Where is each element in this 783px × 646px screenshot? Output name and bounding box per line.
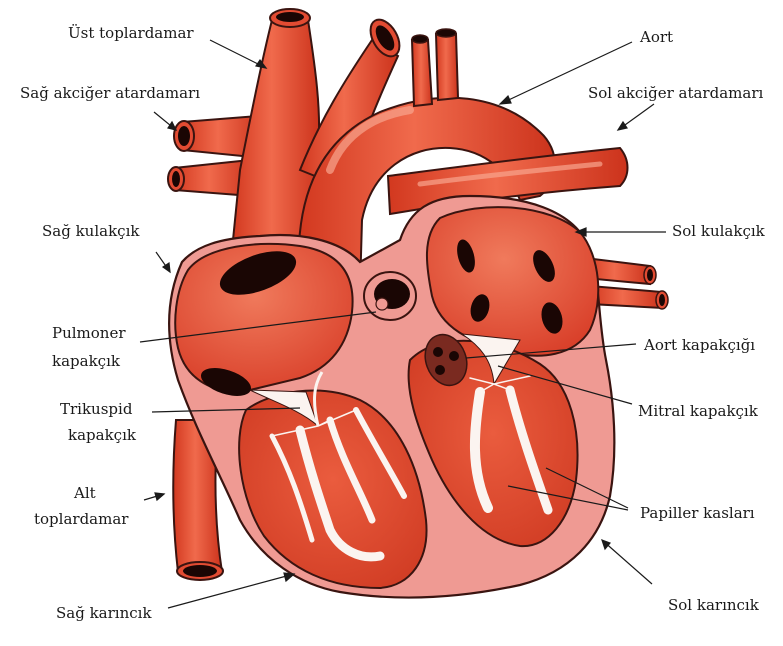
label-sag-akciger-atardamari: Sağ akciğer atardamarı xyxy=(20,84,200,102)
label-trikuspid-kapakcik-line2: kapakçık xyxy=(68,426,137,444)
label-sol-akciger-atardamari: Sol akciğer atardamarı xyxy=(588,84,763,102)
label-ust-toplardamar: Üst toplardamar xyxy=(68,24,194,42)
label-mitral-kapakcik: Mitral kapakçık xyxy=(638,402,759,420)
label-alt-toplardamar-line1: Alt xyxy=(73,484,96,502)
label-pulmoner-kapakcik-line2: kapakçık xyxy=(52,352,121,370)
label-sol-karincik: Sol karıncık xyxy=(668,596,760,614)
label-papiller-kaslari: Papiller kasları xyxy=(640,504,755,522)
label-sag-karincik: Sağ karıncık xyxy=(56,604,152,622)
label-aort-kapakcigi: Aort kapakçığı xyxy=(643,336,755,354)
label-aort: Aort xyxy=(639,28,673,46)
label-trikuspid-kapakcik-line1: Trikuspid xyxy=(60,400,133,418)
label-sag-kulakcik: Sağ kulakçık xyxy=(42,222,140,240)
label-sol-kulakcik: Sol kulakçık xyxy=(672,222,766,240)
label-alt-toplardamar-line2: toplardamar xyxy=(34,510,129,528)
label-pulmoner-kapakcik-line1: Pulmoner xyxy=(52,324,126,342)
